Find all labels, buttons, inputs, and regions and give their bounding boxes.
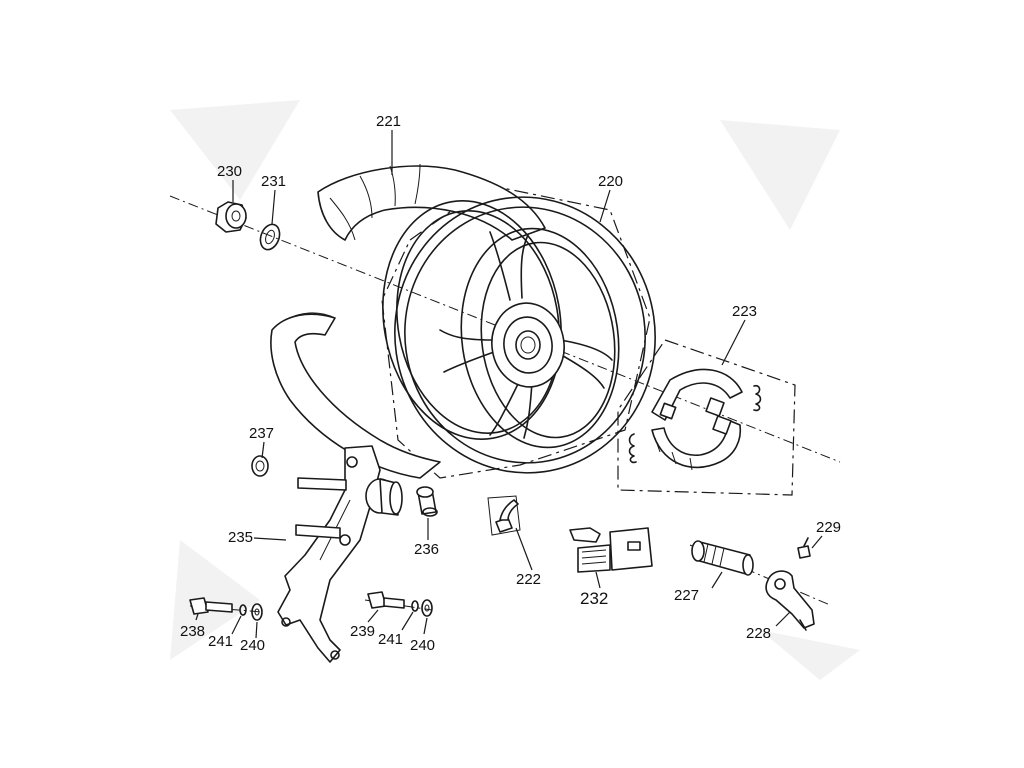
callout-237: 237: [249, 425, 274, 442]
callout-labels: 221 220 223 230 231 237 235 236 222 232 …: [180, 113, 841, 654]
brake-shoe-group-frame: [617, 339, 796, 496]
callout-236: 236: [414, 541, 439, 558]
callout-235: 235: [228, 529, 253, 546]
callout-240-right: 240: [410, 637, 435, 654]
leader-lines: [195, 130, 823, 639]
brake-shoes: [628, 368, 762, 471]
callout-241-left: 241: [208, 633, 233, 650]
callout-238: 238: [180, 623, 205, 640]
callout-241-right: 241: [378, 631, 403, 648]
brake-cable-adjuster: [569, 527, 653, 573]
bushing-236: [416, 486, 438, 517]
callout-230: 230: [217, 163, 242, 180]
callout-240-left: 240: [240, 637, 265, 654]
swing-arm-bracket: [277, 445, 403, 663]
collar-237: [251, 455, 269, 477]
callout-227: 227: [674, 587, 699, 604]
callout-222: 222: [516, 571, 541, 588]
callout-221: 221: [376, 113, 401, 130]
callout-228: 228: [746, 625, 771, 642]
callout-223: 223: [732, 303, 757, 320]
callout-231: 231: [261, 173, 286, 190]
tire-valve: [487, 495, 521, 536]
brake-cam: [691, 540, 754, 576]
wheel-rim: [382, 196, 656, 474]
tire: [270, 163, 546, 479]
axle-nut: [215, 201, 247, 233]
callout-232: 232: [580, 589, 608, 608]
background-watermark: [170, 100, 860, 680]
callout-239: 239: [350, 623, 375, 640]
axle-washer: [259, 223, 281, 251]
screw-229: [797, 537, 811, 559]
bolt-set-left: [189, 597, 263, 621]
callout-220: 220: [598, 173, 623, 190]
bolt-centerline-left: [189, 605, 263, 613]
bolt-set-right: [367, 591, 433, 617]
wheel-group-frame: [381, 184, 651, 479]
callout-229: 229: [816, 519, 841, 536]
brake-arm: [765, 570, 815, 631]
